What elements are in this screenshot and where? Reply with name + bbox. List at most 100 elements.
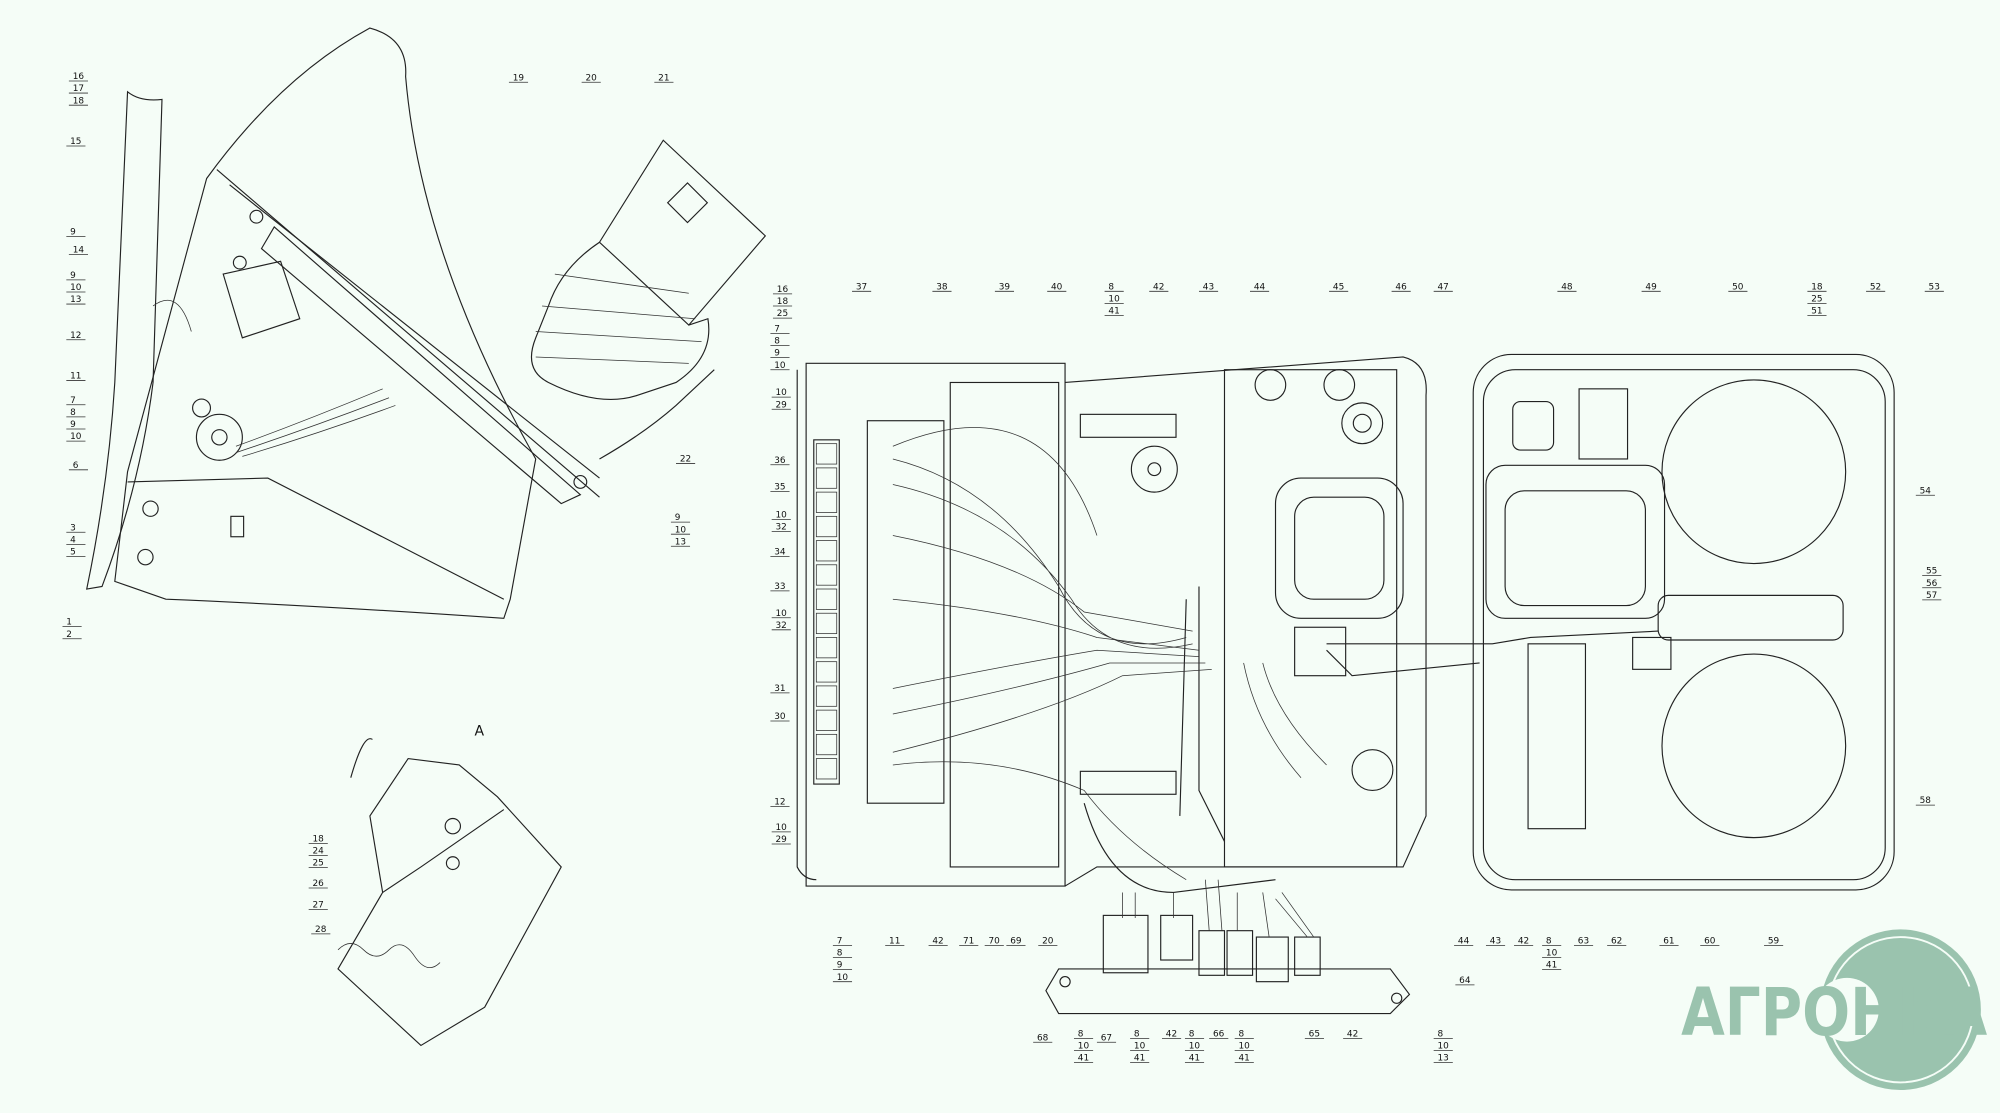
switch-symbol-cell [815, 685, 838, 707]
callout-label: 42 [1166, 1030, 1177, 1040]
callout-label: 10 [1437, 1042, 1449, 1052]
callout-label: 66 [1213, 1030, 1225, 1040]
callout-label: 32 [776, 523, 787, 533]
callout-label: 8 [1108, 282, 1114, 292]
callout-label: 41 [1189, 1054, 1200, 1064]
callout-label: 53 [1929, 282, 1940, 292]
callout-label: 47 [1437, 282, 1448, 292]
callout-label: 9 [70, 228, 76, 238]
callout-label: 54 [1920, 486, 1932, 496]
callout-label: 52 [1870, 282, 1881, 292]
logo-text: АГРОНКА [1681, 973, 1987, 1051]
callout-label: 21 [658, 73, 669, 83]
callout-label: 20 [1042, 936, 1054, 946]
callout-label: 43 [1490, 936, 1501, 946]
switch-symbol-cell [815, 564, 838, 586]
callout-label: 62 [1611, 936, 1622, 946]
switch-symbol-cell [815, 637, 838, 659]
callout-label: 16 [73, 72, 85, 82]
connector-bracket [1045, 879, 1411, 1015]
callout-label: 10 [1078, 1042, 1090, 1052]
callout-label: 13 [70, 295, 81, 305]
callout-label: 9 [70, 271, 76, 281]
callout-label: 30 [774, 712, 786, 722]
callout-label: 55 [1926, 567, 1937, 577]
callout-label: 8 [70, 408, 76, 418]
callout-label: 13 [675, 537, 686, 547]
callout-label: 51 [1811, 307, 1822, 317]
callout-label: 68 [1037, 1033, 1049, 1043]
callout-label: 65 [1309, 1030, 1320, 1040]
callout-label: 43 [1203, 282, 1214, 292]
callout-label: 12 [774, 797, 785, 807]
callout-label: 4 [70, 535, 76, 545]
switch-symbol-cell [815, 661, 838, 683]
switch-symbol-cell [815, 733, 838, 756]
callout-label: 22 [680, 455, 691, 465]
callout-label: 10 [776, 388, 788, 398]
callout-label: 70 [989, 936, 1001, 946]
view-label-a: A [474, 724, 484, 740]
callout-label: 2 [66, 630, 72, 640]
callout-label: 9 [675, 513, 681, 523]
callout-label: 8 [837, 949, 843, 959]
callout-label: 42 [1518, 936, 1529, 946]
callout-label: 36 [774, 456, 786, 466]
callout-label: 41 [1546, 961, 1557, 971]
callout-label: 41 [1239, 1054, 1250, 1064]
callout-label: 18 [312, 834, 324, 844]
callout-label: 8 [1078, 1030, 1084, 1040]
callout-label: 10 [1134, 1042, 1146, 1052]
callout-label: 63 [1578, 936, 1589, 946]
callout-label: 10 [837, 973, 849, 983]
callout-label: 8 [1134, 1030, 1140, 1040]
callout-label: 42 [1347, 1030, 1358, 1040]
callout-label: 8 [1437, 1030, 1443, 1040]
callout-label: 34 [774, 548, 786, 558]
callout-label: 44 [1458, 936, 1470, 946]
callout-label: 45 [1333, 282, 1344, 292]
callout-label: 48 [1561, 282, 1573, 292]
callout-label: 13 [1437, 1054, 1448, 1064]
callout-label: 25 [777, 309, 788, 319]
callout-label: 49 [1645, 282, 1657, 292]
agronka-logo: АГРОНКА [1681, 929, 1987, 1091]
callout-label: 10 [1239, 1042, 1251, 1052]
switch-symbol-cell [815, 540, 838, 562]
callout-label: 27 [312, 901, 323, 911]
callout-label: 31 [774, 684, 785, 694]
callout-label: 10 [774, 361, 786, 371]
callout-label: 10 [776, 609, 788, 619]
callout-label: 16 [777, 285, 789, 295]
callout-label: 7 [774, 324, 780, 334]
callout-label: 25 [312, 859, 323, 869]
callout-label: 15 [70, 137, 81, 147]
callout-label: 19 [513, 73, 525, 83]
callout-label: 37 [856, 282, 867, 292]
callout-label: 8 [774, 337, 780, 347]
callout-label: 14 [73, 245, 85, 255]
callout-label: 39 [999, 282, 1011, 292]
callout-label: 50 [1732, 282, 1744, 292]
callout-label: 25 [1811, 295, 1822, 305]
callout-label: 3 [70, 523, 76, 533]
callout-label: 12 [70, 331, 81, 341]
callout-label: 57 [1926, 591, 1937, 601]
callout-label: 42 [932, 936, 943, 946]
callout-label: 44 [1254, 282, 1266, 292]
callout-label: 10 [776, 823, 788, 833]
callout-label: 10 [1546, 949, 1558, 959]
callout-label: 9 [70, 420, 76, 430]
callout-label: 29 [776, 400, 788, 410]
callout-label: 56 [1926, 579, 1938, 589]
callout-label: 10 [1108, 295, 1120, 305]
switch-symbol-cell [815, 467, 838, 489]
callout-label: 69 [1010, 936, 1022, 946]
callout-label: 18 [1811, 282, 1823, 292]
callout-label: 64 [1459, 976, 1471, 986]
callout-label: 32 [776, 621, 787, 631]
switch-symbol-cell [815, 588, 838, 610]
side-view-assembly [86, 27, 767, 619]
callout-label: 10 [1189, 1042, 1201, 1052]
